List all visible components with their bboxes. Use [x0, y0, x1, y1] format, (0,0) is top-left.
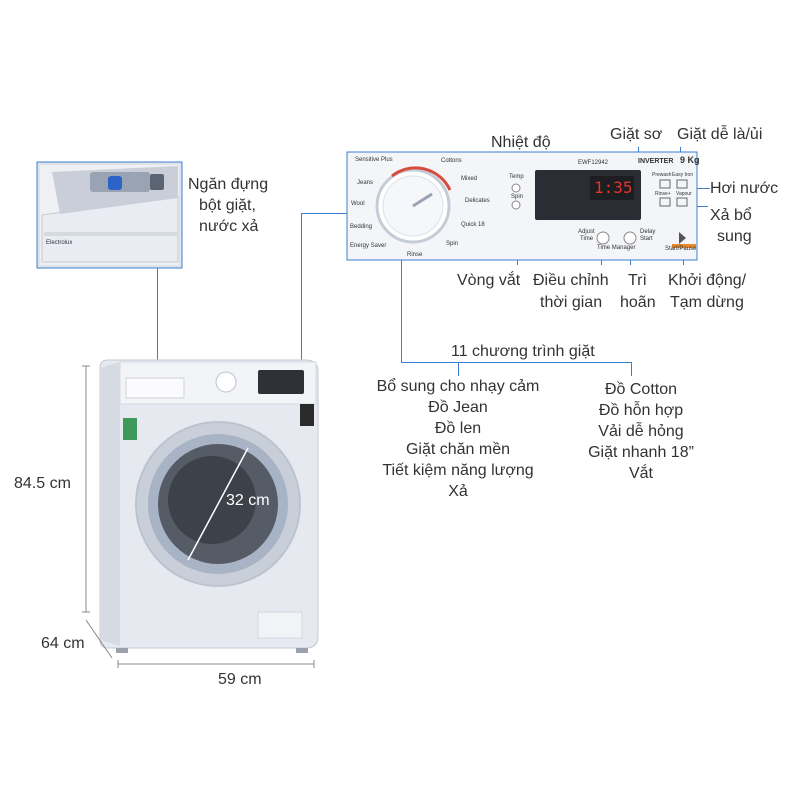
dispenser-brand: Electrolux [46, 240, 73, 246]
panel-delay-start: Start [640, 236, 653, 242]
panel-rinse-plus: Rinse+ [655, 191, 671, 197]
panel-easy-iron: Easy Iron [672, 172, 694, 178]
delay-label-line2: hoãn [620, 294, 656, 311]
programs-title: 11 chương trình giặt [451, 343, 595, 360]
dimension-lines [82, 365, 315, 668]
dispenser-label-line2: bột giặt, [199, 197, 256, 214]
dispenser-label-line3: nước xả [199, 218, 259, 235]
dial-program-quick: Quick 18 [461, 222, 485, 228]
panel-steam: Vapour [676, 191, 692, 197]
dial-program-jeans: Jeans [357, 180, 374, 186]
program-item: Đồ Jean [428, 399, 488, 416]
extra-rinse-label-line1: Xả bổ [710, 207, 752, 224]
prewash-label: Giặt sơ [610, 126, 663, 143]
dial-program-sensitive: Sensitive Plus [355, 157, 393, 163]
dial-program-rinse: Rinse [407, 252, 423, 258]
programs-left-list: Bổ sung cho nhạy cảm Đồ Jean Đồ len Giặt… [358, 376, 558, 502]
panel-capacity: 9 Kg [680, 155, 700, 165]
time-adjust-label-line2: thời gian [540, 294, 603, 311]
connector-panel-vertical [301, 213, 302, 363]
program-item: Giặt nhanh 18” [588, 444, 694, 461]
panel-model: EWF12942 [578, 160, 609, 166]
program-item: Đồ Cotton [604, 381, 678, 398]
program-item: Giặt chăn mền [405, 441, 511, 458]
dispenser-label-line1: Ngăn đựng [188, 176, 269, 193]
steam-label: Hơi nước [710, 180, 779, 197]
extra-rinse-label-line2: sung [717, 228, 752, 245]
connector-steam [690, 188, 710, 189]
connector-dispenser-vertical [157, 268, 158, 362]
panel-adjust: Adjust [578, 229, 595, 235]
connector-programs-left [458, 362, 459, 376]
easy-iron-label: Giặt dễ là/ủi [677, 126, 763, 143]
program-item: Vải dễ hỏng [598, 423, 684, 440]
dispenser-inset [36, 161, 183, 269]
program-item: Đồ hỗn hợp [598, 402, 684, 419]
program-item: Đồ len [434, 420, 482, 437]
start-pause-label-line2: Tạm dừng [670, 294, 744, 311]
time-adjust-label-line1: Điều chỉnh [533, 272, 609, 289]
connector-panel-horizontal [301, 213, 348, 214]
dial-program-mixed: Mixed [461, 176, 478, 182]
dimension-depth: 64 cm [41, 635, 85, 652]
dimension-height: 84.5 cm [14, 475, 71, 492]
program-item: Tiết kiệm năng lượng [382, 462, 534, 479]
panel-temp: Temp [509, 174, 524, 180]
program-item: Bổ sung cho nhạy cảm [376, 378, 540, 395]
connector-programs-right [631, 362, 632, 376]
delay-label-line1: Trì [628, 272, 647, 289]
control-panel-inset [346, 151, 698, 261]
programs-right-list: Đồ Cotton Đồ hỗn hợp Vải dễ hỏng Giặt nh… [566, 379, 716, 484]
dial-program-wool: Wool [351, 201, 365, 207]
panel-inverter: INVERTER [638, 158, 674, 165]
washing-machine [99, 359, 319, 653]
panel-spin: Spin [511, 194, 524, 200]
dial-program-delicates: Delicates [465, 198, 490, 204]
panel-prewash: Prewash [652, 172, 672, 178]
program-item: Vắt [628, 465, 653, 482]
dimension-door: 32 cm [226, 492, 270, 509]
panel-delay: Delay [640, 229, 656, 235]
connector-programs-vertical [401, 255, 402, 363]
dimension-width: 59 cm [218, 671, 262, 688]
program-item: Xả [448, 483, 468, 500]
start-pause-label-line1: Khởi động/ [668, 272, 747, 289]
dial-program-bedding: Bedding [350, 224, 373, 230]
spin-label: Vòng vắt [457, 272, 521, 289]
panel-adjust-time: Time [580, 236, 594, 242]
panel-start-pause: Start/Pause [665, 246, 697, 252]
temp-label: Nhiệt độ [491, 134, 551, 151]
dial-program-cottons: Cottons [441, 158, 462, 164]
dial-program-energy: Energy Saver [350, 243, 387, 249]
panel-display-time: 1:35 [594, 178, 633, 197]
dial-program-spin: Spin [446, 241, 459, 247]
connector-programs-horizontal [401, 362, 631, 363]
panel-time-manager: Time Manager [597, 245, 636, 251]
